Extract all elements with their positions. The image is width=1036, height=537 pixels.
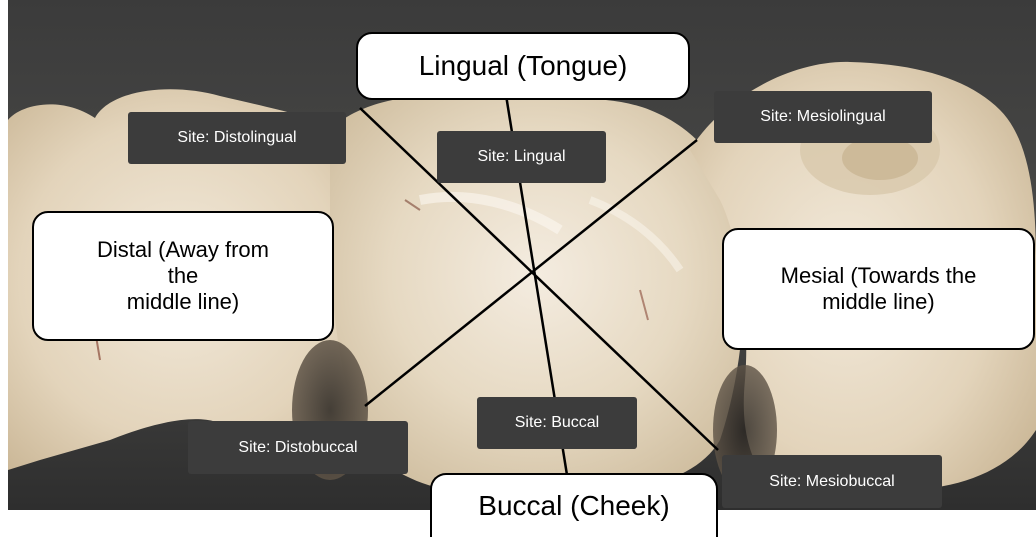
mesial-label: Mesial (Towards the middle line) (722, 228, 1035, 350)
site-lingual-label: Site: Lingual (437, 131, 606, 183)
site-buccal-label: Site: Buccal (477, 397, 637, 449)
site-mesiolingual-label: Site: Mesiolingual (714, 91, 932, 143)
lingual-label: Lingual (Tongue) (356, 32, 690, 100)
buccal-label: Buccal (Cheek) (430, 473, 718, 537)
distal-label: Distal (Away from the middle line) (32, 211, 334, 341)
site-distolingual-label: Site: Distolingual (128, 112, 346, 164)
site-distobuccal-label: Site: Distobuccal (188, 421, 408, 474)
site-mesiobuccal-label: Site: Mesiobuccal (722, 455, 942, 508)
